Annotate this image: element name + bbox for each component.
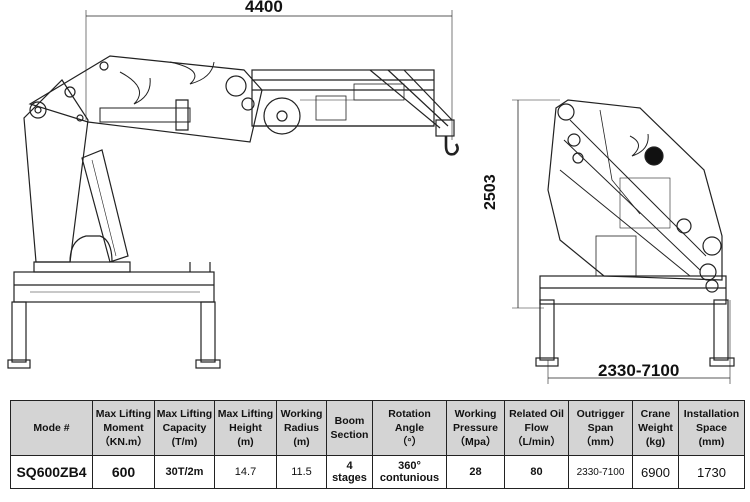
- spec-header-line: （KN.m）: [99, 436, 148, 448]
- rotation-angle-line-2: contunious: [379, 472, 440, 484]
- spec-header-line: (T/m): [171, 436, 198, 448]
- crane-weight-cell: 6900: [632, 455, 679, 489]
- rotation-angle-cell: 360° contunious: [372, 455, 447, 489]
- spec-header-line: （°）: [396, 436, 423, 448]
- spec-header-line: Section: [330, 429, 369, 441]
- spec-header-line: (m): [293, 436, 310, 448]
- side-mast: [23, 79, 89, 263]
- spec-header-line: Pressure: [453, 422, 498, 434]
- spec-header-line: Working: [454, 408, 497, 420]
- max-capacity-cell: 30T/2m: [154, 455, 215, 489]
- spec-header-line: Max Lifting: [95, 408, 152, 420]
- spec-header-line: (mm): [698, 436, 725, 448]
- spec-header-line: (m): [237, 436, 254, 448]
- spec-header-line: Mode #: [33, 422, 70, 434]
- side-lift-cylinder: [81, 149, 129, 263]
- spec-header-line: Related Oil: [509, 408, 564, 420]
- spec-header-cell: Mode #: [10, 400, 93, 456]
- working-radius-cell: 11.5: [276, 455, 327, 489]
- spec-header-line: Max Lifting: [156, 408, 213, 420]
- rotation-angle-line-1: 360°: [398, 460, 421, 472]
- spec-data-row: SQ600ZB4 600 30T/2m 14.7 11.5 4 stages 3…: [10, 455, 745, 489]
- spec-header-line: Capacity: [162, 422, 207, 434]
- side-main-boom: [28, 55, 263, 143]
- spec-header-line: Rotation: [388, 408, 431, 420]
- spec-header-line: Flow: [524, 422, 549, 434]
- oil-flow-cell: 80: [504, 455, 569, 489]
- spec-header-line: （mm）: [580, 436, 621, 448]
- spec-header-line: Span: [587, 422, 614, 434]
- spec-header-line: Space: [696, 422, 727, 434]
- spec-header-line: Angle: [394, 422, 425, 434]
- working-pressure-cell: 28: [446, 455, 505, 489]
- spec-header-line: Outrigger: [576, 408, 625, 420]
- overall-height-label: 2503: [482, 174, 499, 210]
- side-hook: [444, 136, 459, 156]
- crane-technical-drawing: [7, 10, 735, 384]
- spec-header-line: Weight: [638, 422, 673, 434]
- spec-header-line: Boom: [334, 415, 365, 427]
- max-height-cell: 14.7: [214, 455, 277, 489]
- max-moment-cell: 600: [92, 455, 155, 489]
- outrigger-span-label: 2330-7100: [598, 361, 680, 380]
- spec-header-line: （Mpa）: [454, 436, 497, 448]
- front-base-frame: [539, 275, 727, 305]
- side-base-frame: [13, 271, 215, 303]
- front-view: [512, 99, 735, 384]
- side-outrigger-left: [11, 301, 27, 363]
- outrigger-span-cell: 2330-7100: [568, 455, 633, 489]
- spec-header-line: Max Lifting: [217, 408, 274, 420]
- model-cell: SQ600ZB4: [10, 455, 93, 489]
- spec-header-line: Height: [229, 422, 262, 434]
- boom-section-cell: 4 stages: [326, 455, 373, 489]
- spec-header-line: Crane: [640, 408, 671, 420]
- spec-header-line: Working: [280, 408, 323, 420]
- spec-header-line: Radius: [283, 422, 319, 434]
- overall-width-label: 4400: [245, 0, 283, 16]
- side-outrigger-right: [200, 301, 216, 363]
- spec-header-line: （L/min）: [512, 436, 561, 448]
- spec-header-line: (kg): [645, 436, 666, 448]
- spec-header-line: Installation: [683, 408, 740, 420]
- front-folded-boom: [547, 99, 723, 281]
- side-view: [7, 10, 459, 369]
- spec-header-line: Moment: [103, 422, 144, 434]
- installation-space-cell: 1730: [678, 455, 745, 489]
